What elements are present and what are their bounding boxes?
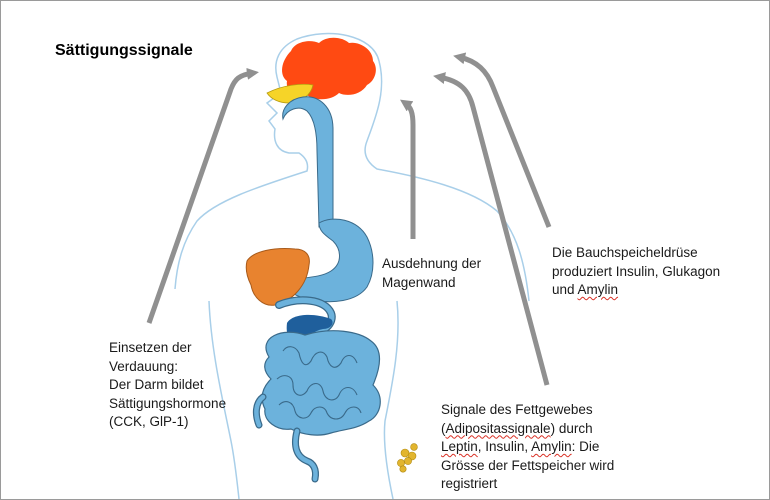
label-magenwand-line-2: Magenwand: [382, 274, 481, 293]
label-pankreas-line-2: produziert Insulin, Glukagon: [552, 263, 720, 282]
label-verdauung-line-1: Einsetzen der: [109, 339, 226, 358]
label-fett-line-3-post: : Die: [572, 439, 600, 454]
label-fett-line-2-post: ) durch: [551, 421, 593, 436]
fat-cells: [397, 444, 417, 473]
label-fett-line-2: (Adipositassignale) durch: [441, 420, 614, 439]
label-fett-line-3-mid: , Insulin,: [478, 439, 531, 454]
label-fett-adipositassignale: Adipositassignale: [446, 421, 551, 436]
label-verdauung-line-4: Sättigungshormone: [109, 395, 226, 414]
label-fett-line-1: Signale des Fettgewebes: [441, 401, 614, 420]
intestines: [256, 331, 380, 479]
esophagus: [283, 97, 333, 227]
label-fettgewebe: Signale des Fettgewebes (Adipositassigna…: [441, 401, 614, 494]
arrow-pankreas: [459, 57, 549, 227]
label-pankreas-line-1: Die Bauchspeicheldrüse: [552, 244, 720, 263]
arrow-verdauung: [149, 73, 253, 323]
label-verdauung: Einsetzen der Verdauung: Der Darm bildet…: [109, 339, 226, 432]
label-fett-line-3: Leptin, Insulin, Amylin: Die: [441, 438, 614, 457]
label-pankreas: Die Bauchspeicheldrüse produziert Insuli…: [552, 244, 720, 300]
label-pankreas-line-3-pre: und: [552, 282, 578, 297]
arrow-magen: [405, 103, 413, 239]
label-verdauung-line-2: Verdauung:: [109, 358, 226, 377]
arrow-fett: [439, 77, 547, 385]
label-verdauung-line-5: (CCK, GlP-1): [109, 413, 226, 432]
label-pankreas-amylin: Amylin: [578, 282, 619, 297]
label-fett-leptin: Leptin: [441, 439, 478, 454]
label-fett-amylin: Amylin: [531, 439, 572, 454]
label-verdauung-line-3: Der Darm bildet: [109, 376, 226, 395]
label-pankreas-line-3: und Amylin: [552, 281, 720, 300]
body-waist-right: [384, 301, 398, 499]
label-magenwand: Ausdehnung der Magenwand: [382, 255, 481, 292]
label-fett-line-4: Grösse der Fettspeicher wird: [441, 457, 614, 476]
diagram-title: Sättigungssignale: [55, 42, 193, 60]
label-fett-line-5: registriert: [441, 475, 614, 494]
label-magenwand-line-1: Ausdehnung der: [382, 255, 481, 274]
